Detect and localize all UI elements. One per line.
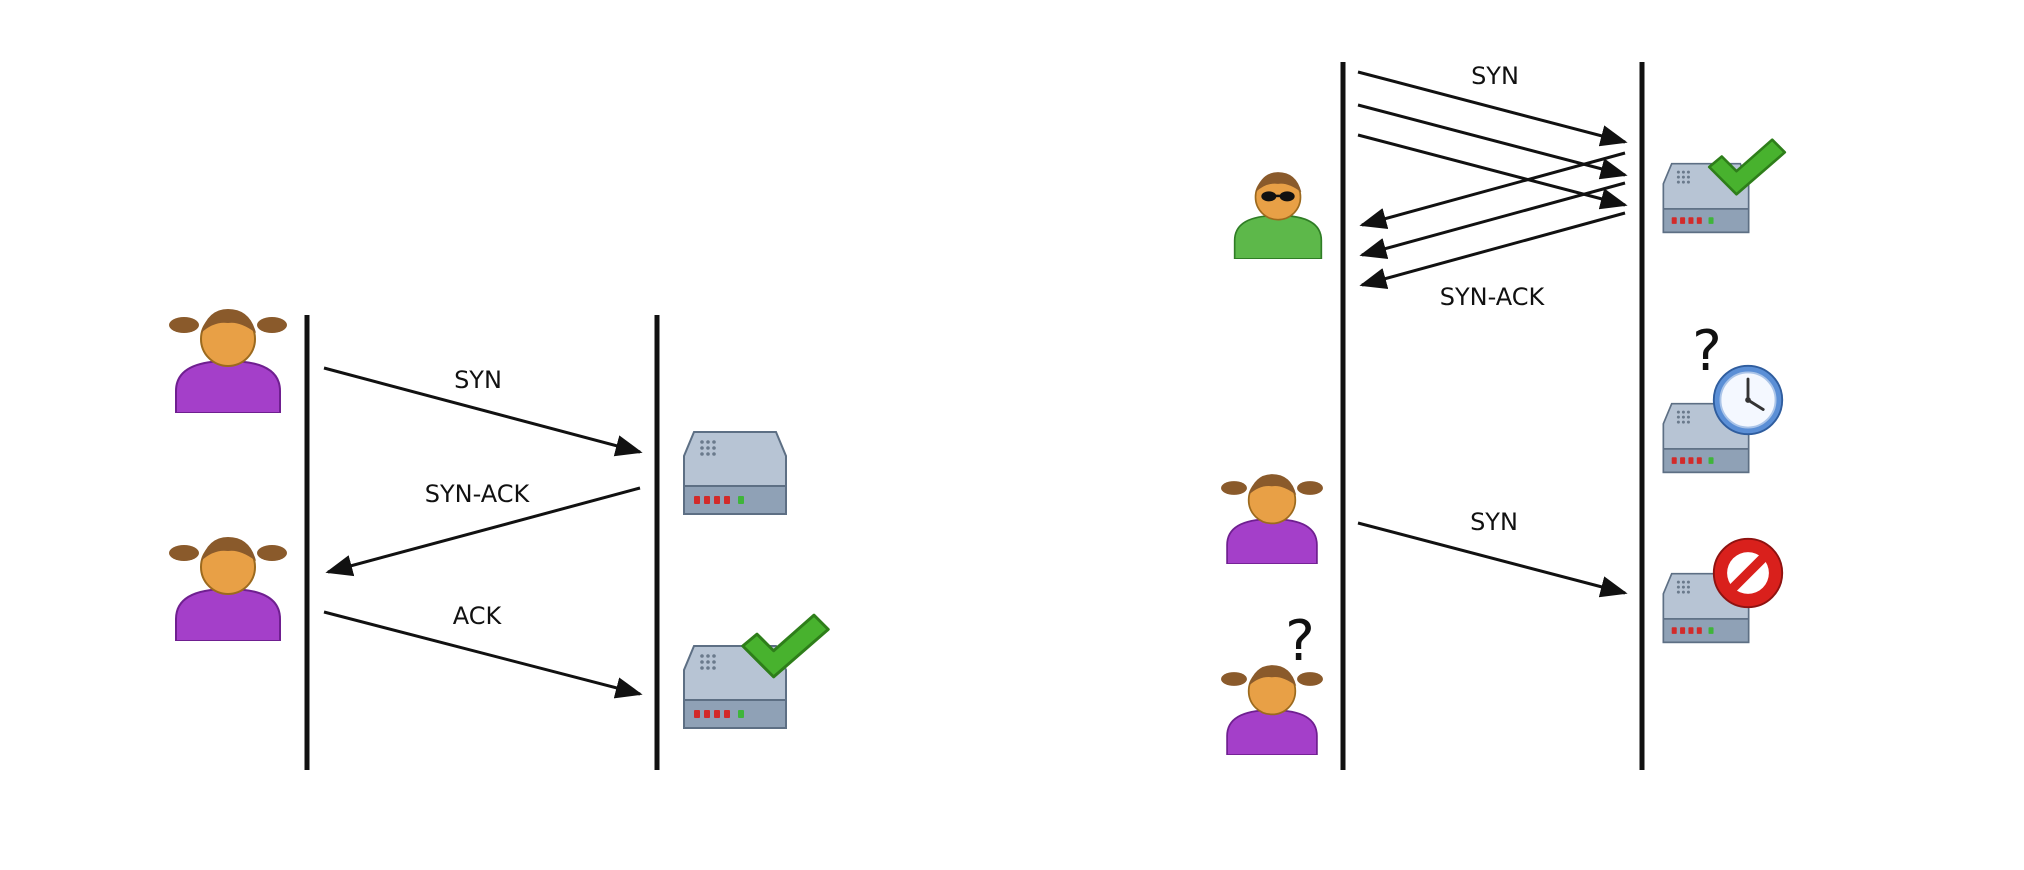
flood-syn-ack-arrow bbox=[1359, 151, 1626, 230]
flood-syn-arrow bbox=[1357, 70, 1628, 147]
left-handshake-diagram: SYN SYN-ACK ACK bbox=[168, 308, 830, 770]
flood-syn-arrow bbox=[1357, 103, 1628, 180]
syn-ack-label: SYN-ACK bbox=[425, 480, 531, 508]
attacker-icon bbox=[1233, 171, 1323, 259]
clock-icon bbox=[1712, 364, 1784, 436]
flood-syn-ack-arrow bbox=[1359, 211, 1626, 290]
flood-syn-ack-label: SYN-ACK bbox=[1440, 283, 1546, 311]
syn-label: SYN bbox=[454, 366, 502, 394]
late-syn-arrow bbox=[1357, 521, 1628, 598]
user-icon bbox=[1220, 473, 1324, 564]
flood-syn-ack-arrow bbox=[1359, 181, 1626, 260]
ack-label: ACK bbox=[453, 602, 503, 630]
syn-ack-arrow bbox=[325, 486, 641, 577]
late-syn-label: SYN bbox=[1470, 508, 1518, 536]
user-icon bbox=[1220, 664, 1324, 755]
ack-arrow bbox=[323, 610, 643, 699]
right-syn-flood-diagram: ? ? SYN SYN-ACK SYN bbox=[1220, 62, 1787, 770]
flood-syn-label: SYN bbox=[1471, 62, 1519, 90]
user-icon bbox=[168, 536, 288, 641]
question-mark: ? bbox=[1692, 319, 1722, 384]
forbidden-icon bbox=[1714, 539, 1782, 607]
server-icon bbox=[683, 431, 787, 515]
user-icon bbox=[168, 308, 288, 413]
syn-arrow bbox=[323, 366, 643, 457]
flood-syn-arrow bbox=[1357, 133, 1628, 210]
question-mark: ? bbox=[1285, 609, 1315, 674]
